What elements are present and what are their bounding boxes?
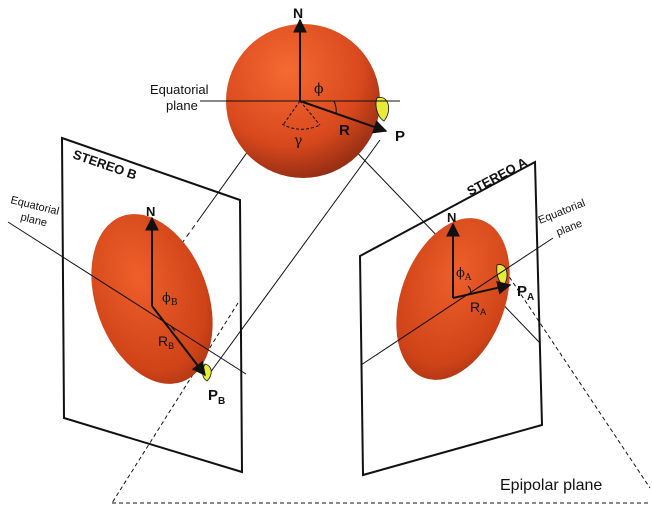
stereo-a-label: STEREO A [464, 154, 530, 199]
phi-a-label: ϕA [456, 266, 472, 283]
stereo-b-plane [60, 136, 244, 474]
phi-b-label: ϕB [162, 291, 178, 308]
stereo-a-plane [358, 160, 544, 477]
north-label-top: N [293, 5, 303, 21]
plane-label-top: plane [166, 98, 198, 113]
phi-label: ϕ [314, 81, 324, 97]
epipolar-plane-label: Epipolar plane [500, 477, 602, 494]
r-label: R [339, 122, 350, 139]
r-a-label: RA [470, 299, 486, 317]
r-b-label: RB [158, 333, 174, 351]
gamma-label: γ [294, 133, 302, 149]
diagram-labels: N Equatorial plane ϕ γ R P STEREO B STER… [9, 5, 602, 494]
north-label-a: N [447, 210, 456, 225]
epipolar-plane [111, 247, 651, 504]
plane-label-right: plane [555, 218, 584, 239]
sun-sphere [200, 18, 400, 178]
sun-image-a [360, 218, 554, 380]
p-label: P [395, 128, 405, 145]
p-a-label: PA [517, 283, 534, 303]
equatorial-label-top: Equatorial [150, 82, 209, 97]
sun-image-b [7, 214, 247, 384]
north-label-b: N [146, 204, 155, 219]
p-b-label: PB [208, 387, 225, 407]
